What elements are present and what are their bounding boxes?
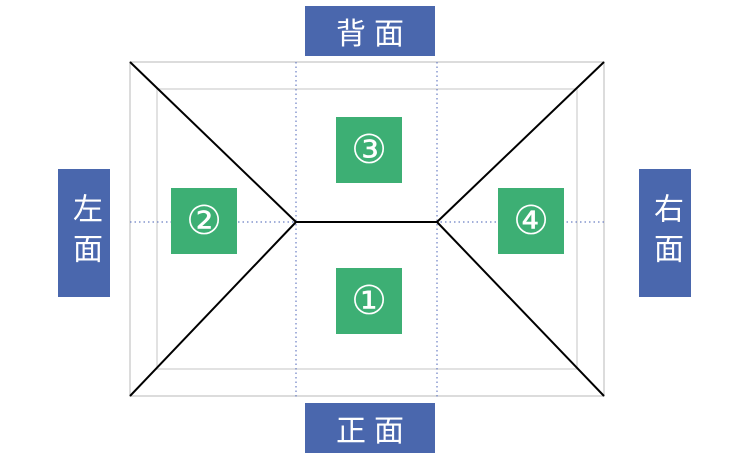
left-face-label-text: 左面 xyxy=(67,193,102,273)
outer-outline xyxy=(129,61,605,397)
hip-line-top-left xyxy=(129,61,297,223)
front-face-label: 正面 xyxy=(305,403,435,453)
hip-line-bottom-right xyxy=(436,221,605,397)
front-face-label-text: 正面 xyxy=(336,414,412,449)
back-face-label: 背面 xyxy=(305,6,435,56)
region-badge-4: ④ xyxy=(498,188,564,254)
region-badge-3: ③ xyxy=(336,117,402,183)
hip-line-bottom-left xyxy=(129,221,297,397)
region-badge-2: ② xyxy=(171,188,237,254)
back-face-label-text: 背面 xyxy=(336,17,412,52)
left-face-label: 左面 xyxy=(58,169,110,297)
region-badge-1: ① xyxy=(336,268,402,334)
right-face-label-text: 右面 xyxy=(648,193,683,273)
hip-line-top-right xyxy=(436,61,605,223)
right-face-label: 右面 xyxy=(639,169,691,297)
inner-outline xyxy=(156,88,578,370)
